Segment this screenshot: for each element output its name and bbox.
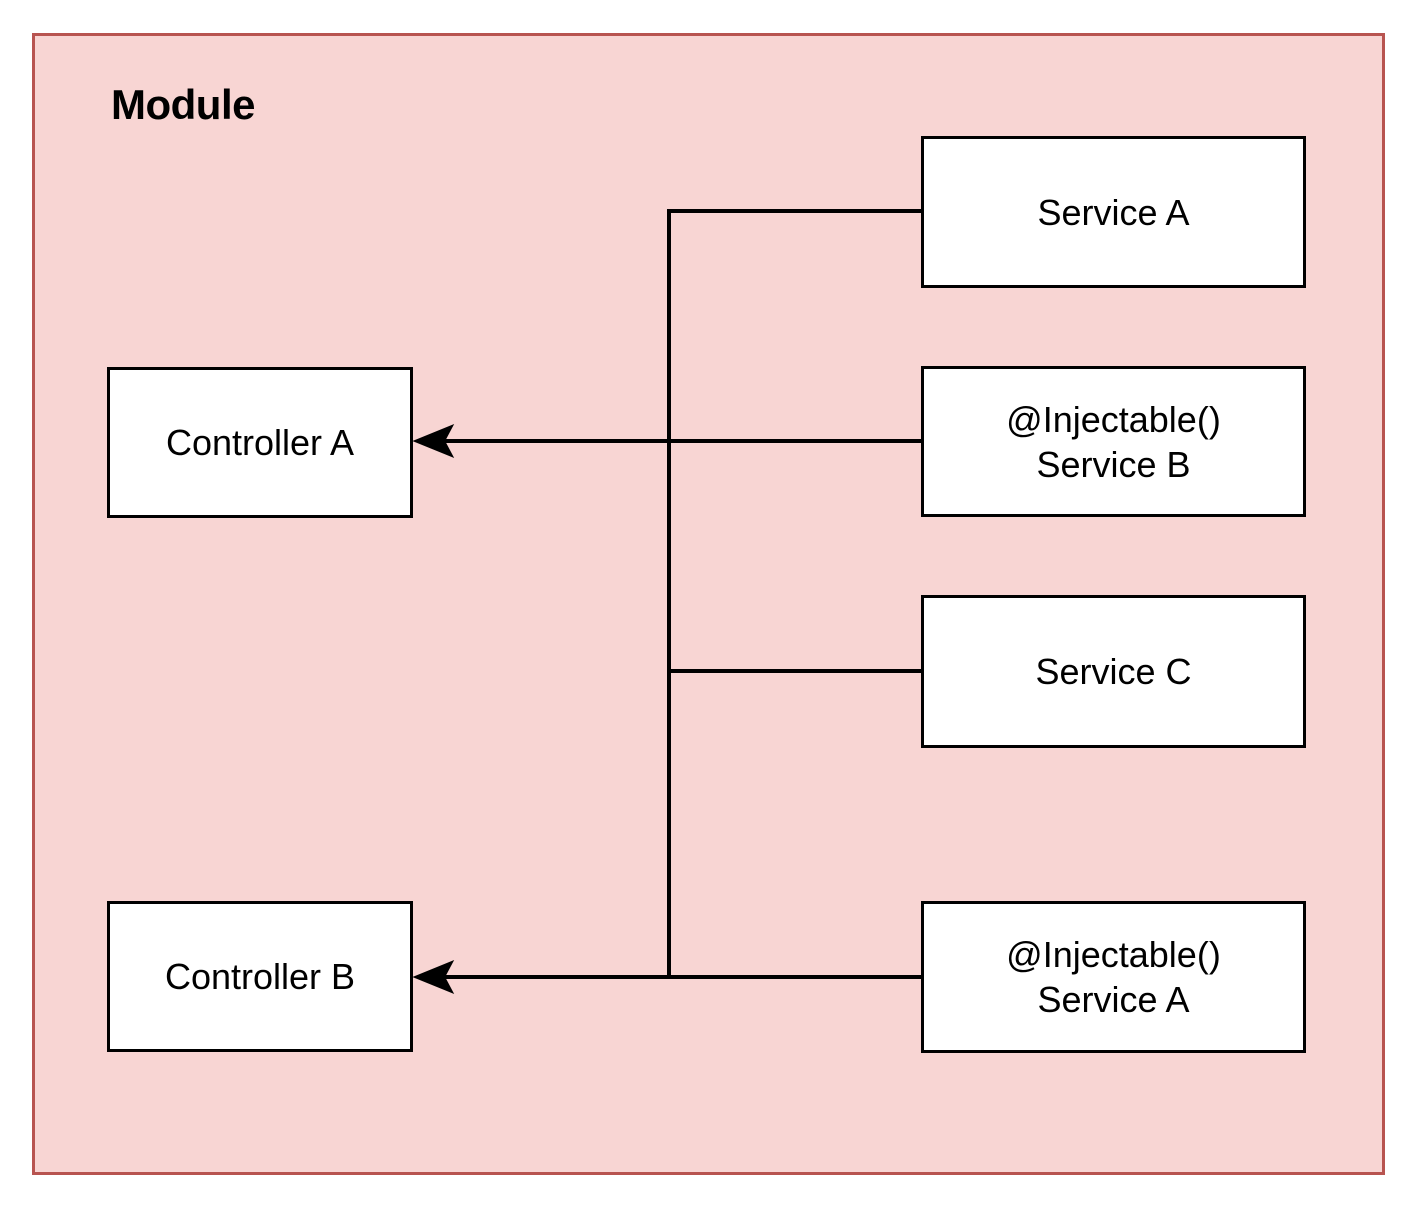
node-service-a-injectable-label: Service A bbox=[1037, 979, 1190, 1020]
module-title: Module bbox=[111, 81, 255, 128]
node-service-a[interactable]: Service A bbox=[921, 136, 1306, 288]
node-controller-b[interactable]: Controller B bbox=[107, 901, 413, 1052]
node-service-c-label: Service C bbox=[1035, 651, 1192, 692]
node-service-c[interactable]: Service C bbox=[921, 595, 1306, 748]
node-service-b[interactable]: @Injectable() Service B bbox=[921, 366, 1306, 517]
node-service-a-injectable-decorator: @Injectable() bbox=[1006, 934, 1221, 975]
node-controller-a[interactable]: Controller A bbox=[107, 367, 413, 518]
node-service-a-injectable[interactable]: @Injectable() Service A bbox=[921, 901, 1306, 1053]
node-service-a-label: Service A bbox=[1037, 191, 1190, 233]
node-service-b-decorator: @Injectable() bbox=[1006, 398, 1221, 440]
node-controller-a-label: Controller A bbox=[165, 422, 355, 463]
node-controller-b-label: Controller B bbox=[164, 956, 356, 997]
node-service-b-label: Service B bbox=[1036, 443, 1191, 485]
